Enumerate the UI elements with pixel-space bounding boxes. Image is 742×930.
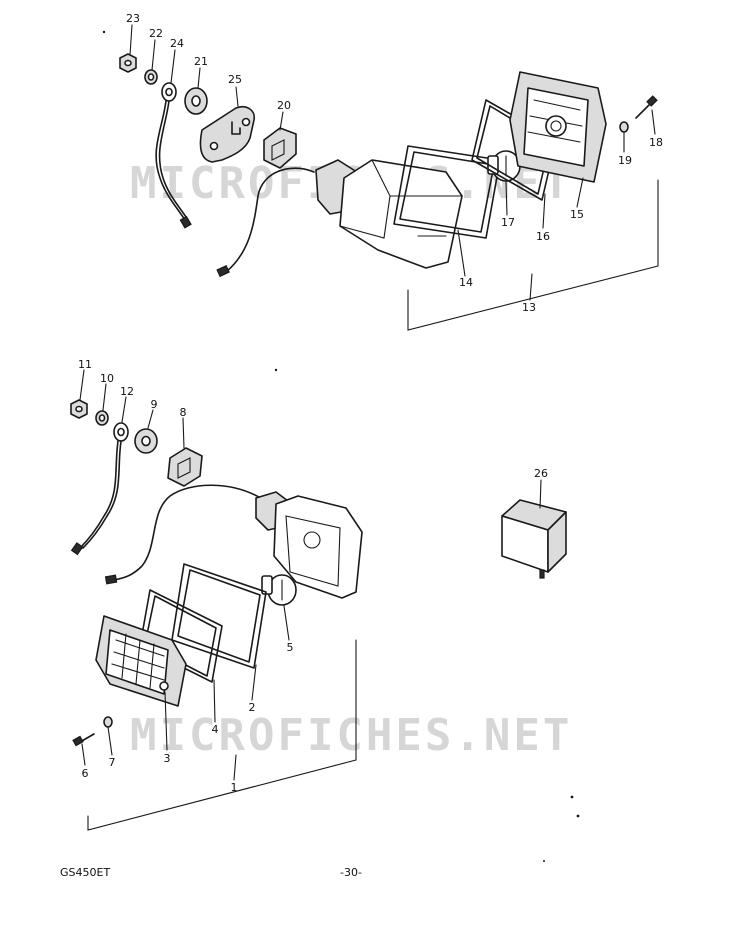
part-26-relay (501, 499, 567, 579)
callout-11: 11 (78, 358, 92, 371)
part-11-nut (70, 399, 88, 419)
scan-specks (102, 30, 580, 862)
callout-2: 2 (249, 701, 256, 714)
callout-17: 17 (501, 216, 515, 229)
part-24-ground-wire (155, 82, 192, 229)
callout-8: 8 (180, 406, 187, 419)
part-5-bulb (261, 574, 297, 606)
callout-15: 15 (570, 208, 584, 221)
lower-lead-connector (104, 574, 118, 585)
part-2-gasket (171, 563, 267, 669)
part-22-washer (144, 69, 158, 85)
callout-labels: 23 22 24 21 25 20 14 17 16 15 19 18 13 1… (78, 12, 663, 794)
upper-lamp-housing (315, 159, 463, 269)
part-10-washer (95, 410, 109, 426)
part-18-screw (635, 95, 658, 119)
part-15-lens (509, 71, 607, 183)
callout-4: 4 (212, 723, 219, 736)
part-4-lens-gasket (139, 589, 223, 683)
callout-7: 7 (109, 756, 116, 769)
callout-21: 21 (194, 55, 208, 68)
upper-lead-wire (225, 167, 315, 273)
footer-page-number: -30- (340, 866, 362, 879)
callout-6: 6 (82, 767, 89, 780)
callout-24: 24 (170, 37, 184, 50)
part-7-washer (103, 716, 113, 728)
callout-14: 14 (459, 276, 473, 289)
lower-lamp-housing (255, 491, 363, 599)
assembly-1-bracket (87, 639, 357, 831)
callout-1: 1 (231, 781, 238, 794)
part-9-grommet (134, 428, 158, 454)
callout-19: 19 (618, 154, 632, 167)
callout-23: 23 (126, 12, 140, 25)
part-23-nut (119, 53, 137, 73)
part-19-washer (619, 121, 629, 133)
callout-20: 20 (277, 99, 291, 112)
callout-10: 10 (100, 372, 114, 385)
upper-lead-connector (216, 264, 230, 278)
upper-turn-signal-assembly (119, 53, 659, 331)
part-12-ground-wire (70, 422, 129, 556)
part-6-screw (72, 733, 95, 747)
part-21-grommet (184, 87, 208, 115)
watermark-bottom: MICROFICHES.NET (130, 710, 572, 761)
callout-22: 22 (149, 27, 163, 40)
part-8-socket-boot (167, 447, 203, 487)
lower-turn-signal-assembly (70, 399, 363, 831)
callout-13: 13 (522, 301, 536, 314)
callout-16: 16 (536, 230, 550, 243)
leader-lines (79, 24, 656, 781)
callout-5: 5 (287, 641, 294, 654)
callout-25: 25 (228, 73, 242, 86)
part-25-gasket-plate (199, 105, 256, 163)
lower-lead-wire (113, 484, 265, 581)
callout-3: 3 (164, 752, 171, 765)
part-3-lens (95, 615, 187, 707)
callout-26: 26 (534, 467, 548, 480)
assembly-13-bracket (407, 179, 659, 331)
callout-18: 18 (649, 136, 663, 149)
callout-9: 9 (151, 398, 158, 411)
part-14-gasket (393, 145, 501, 239)
callout-12: 12 (120, 385, 134, 398)
footer-model: GS450ET (60, 866, 111, 879)
